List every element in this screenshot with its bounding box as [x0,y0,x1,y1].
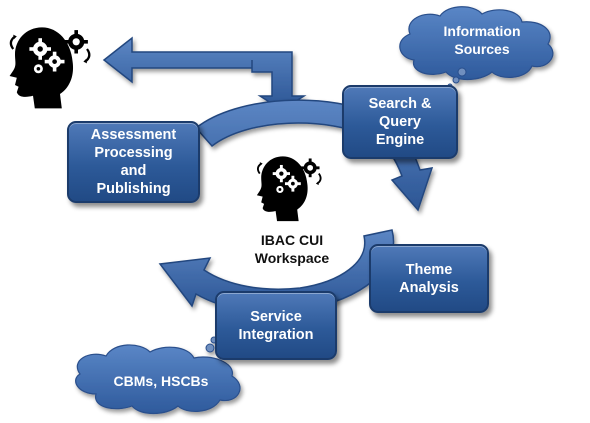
cbms-hscbs-label: CBMs, HSCBs [113,373,209,389]
theme-analysis-box: Theme Analysis [369,244,489,313]
return-arrow [102,36,307,111]
workspace-label: IBAC CUI Workspace [254,232,330,266]
information-sources-label: Information Sources [443,23,521,57]
search-query-engine-box: Search & Query Engine [342,85,458,159]
service-integration-box: Service Integration [215,291,337,360]
assessment-processing-box: Assessment Processing and Publishing [67,121,200,203]
center-head-gears-icon [255,155,322,223]
top-left-head-gears-icon [8,26,91,110]
